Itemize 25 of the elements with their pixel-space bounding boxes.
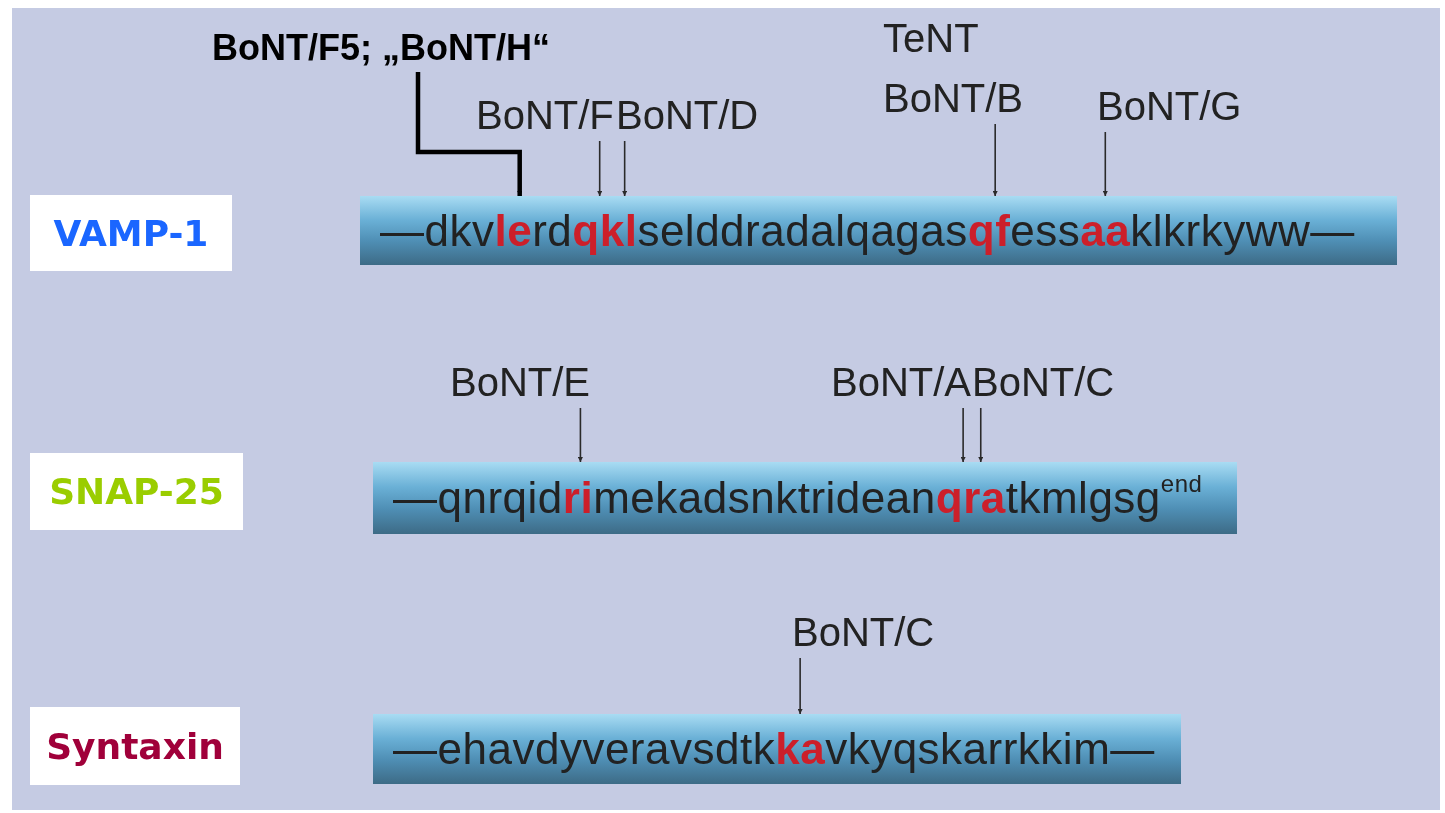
- protein-label: Syntaxin: [30, 707, 240, 785]
- toxin-label: BoNT/C: [972, 362, 1115, 402]
- arrow: [797, 657, 803, 715]
- sequence-bar: —qnrqidrimekadsnktrideanqratkmlgsg$^{end}$: [373, 462, 1237, 534]
- protein-label: VAMP-1: [30, 195, 232, 271]
- arrow: [415, 72, 523, 196]
- toxin-label: BoNT/C: [792, 612, 935, 652]
- toxin-label: BoNT/B: [883, 78, 1024, 118]
- arrow: [960, 407, 966, 463]
- toxin-label: BoNT/D: [616, 95, 759, 135]
- toxin-label: BoNT/F: [476, 95, 614, 135]
- arrow: [597, 140, 603, 197]
- arrow: [577, 407, 583, 463]
- sequence-bar: —dkvlerdqklselddradalqagasqfessaaklkrkyww—: [360, 196, 1397, 265]
- protein-label: SNAP-25: [30, 453, 243, 530]
- arrow: [992, 123, 998, 197]
- arrow: [978, 407, 984, 463]
- sequence-bar: —ehavdyveravsdtkkavkyqskarrkkim—: [373, 714, 1181, 784]
- arrow: [1102, 131, 1108, 197]
- toxin-label: BoNT/G: [1097, 86, 1242, 126]
- toxin-label: BoNT/E: [450, 362, 591, 402]
- toxin-label: BoNT/A: [831, 362, 972, 402]
- arrow: [622, 140, 628, 197]
- toxin-label: TeNT: [883, 18, 980, 58]
- toxin-label: BoNT/F5; „BoNT/H“: [212, 30, 550, 66]
